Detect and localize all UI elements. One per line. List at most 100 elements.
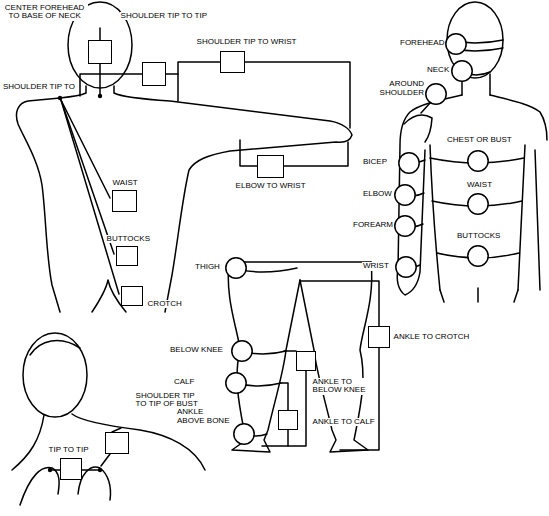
bracket xyxy=(281,383,288,410)
body-outline xyxy=(12,415,44,470)
measure-label: WRIST xyxy=(362,262,390,271)
circle-shape xyxy=(395,216,415,236)
neck-outline xyxy=(489,74,491,95)
hair-line xyxy=(30,341,80,355)
measure-label: ANKLE TO CALF xyxy=(312,418,376,427)
measure-label: BUTTOCKS xyxy=(456,232,501,241)
circle-outline xyxy=(467,245,489,267)
measure-label: THIGH xyxy=(194,263,221,272)
measure-circle: NECK xyxy=(451,60,473,82)
measure-label: NECK xyxy=(426,66,450,75)
hip-line xyxy=(229,261,371,263)
measure-label: WAIST xyxy=(112,179,139,188)
measure-box: CENTER FOREHEAD TO BASE OF NECK xyxy=(88,40,112,64)
neck-base-dot xyxy=(98,94,102,98)
measure-circle: WRIST xyxy=(395,256,417,278)
measure-label: CALF xyxy=(173,378,195,387)
measure-circle: BICEP xyxy=(398,152,420,174)
leader-line xyxy=(61,100,119,294)
circle-shape xyxy=(452,61,472,81)
leader-line xyxy=(101,454,110,466)
torso-outline xyxy=(518,145,525,290)
circle-shape xyxy=(468,246,488,266)
circle-outline xyxy=(467,193,489,215)
arm-outline xyxy=(535,150,540,290)
measure-box: ANKLE TO BELOW KNEE xyxy=(296,351,316,371)
bracket xyxy=(287,430,289,446)
measure-circle: AROUND SHOULDER xyxy=(425,83,447,105)
circle-outline xyxy=(225,257,247,279)
measure-label: BICEP xyxy=(362,158,388,167)
shoulder-outline xyxy=(490,95,547,140)
callout-label: SHOULDER TIP TO xyxy=(2,83,76,92)
measure-box: SHOULDER TIP TO TIP xyxy=(142,62,166,86)
circle-shape xyxy=(468,194,488,214)
measure-circle: FOREHEAD xyxy=(445,33,467,55)
measure-box: WAIST xyxy=(112,190,137,212)
bracket xyxy=(284,142,348,166)
measure-label: SHOULDER TIP TO WRIST xyxy=(196,38,298,47)
bracket xyxy=(340,348,379,450)
head-outline xyxy=(23,333,87,417)
leg-outline xyxy=(440,288,518,302)
torso-outline xyxy=(430,145,440,290)
measure-label: ELBOW TO WRIST xyxy=(235,182,307,191)
circle-outline xyxy=(425,83,447,105)
circle-shape xyxy=(426,84,446,104)
measure-circle: BELOW KNEE xyxy=(231,340,253,362)
measure-box: TIP TO TIP xyxy=(60,458,82,480)
bracket xyxy=(262,371,306,446)
leader-line xyxy=(61,100,114,254)
leader-line xyxy=(421,103,430,113)
circle-shape xyxy=(396,257,416,277)
measure-label: ANKLE TO BELOW KNEE xyxy=(312,378,370,396)
leg-outline xyxy=(228,262,300,452)
bracket xyxy=(240,140,257,166)
measure-box: ANKLE TO CALF xyxy=(278,410,298,430)
measure-circle: WAIST xyxy=(467,193,489,215)
circle-outline xyxy=(394,184,416,206)
measure-circle: CHEST OR BUST xyxy=(467,150,489,172)
circle-outline xyxy=(445,33,467,55)
measure-label: ELBOW xyxy=(362,190,393,199)
measure-circle: ELBOW xyxy=(394,184,416,206)
arm-outline xyxy=(114,86,352,312)
body-outline xyxy=(16,86,86,312)
measure-circle: ANKLE ABOVE BONE xyxy=(233,423,255,445)
measure-box: SHOULDER TIP TO WRIST xyxy=(220,51,245,73)
circle-shape xyxy=(399,153,419,173)
bracket xyxy=(166,74,178,101)
bracket xyxy=(245,62,350,128)
measure-label: SHOULDER TIP TO TIP xyxy=(120,12,208,21)
measure-label: TIP TO TIP xyxy=(48,446,90,455)
circle-shape xyxy=(226,258,246,278)
measure-band xyxy=(404,115,432,142)
measure-box: ELBOW TO WRIST xyxy=(257,155,284,178)
bracket xyxy=(284,350,296,352)
measure-label: CROTCH xyxy=(147,300,183,309)
measure-label: AROUND SHOULDER xyxy=(375,80,425,98)
measure-circle: THIGH xyxy=(225,257,247,279)
measure-label: CHEST OR BUST xyxy=(446,136,513,145)
circle-outline xyxy=(225,372,247,394)
measure-box: ANKLE TO CROTCH xyxy=(368,326,390,348)
measure-box: SHOULDER TIP TO TIP OF BUST xyxy=(105,432,129,454)
measure-label: BELOW KNEE xyxy=(169,346,224,355)
measure-label: WAIST xyxy=(466,181,493,190)
circle-shape xyxy=(234,424,254,444)
circle-shape xyxy=(446,34,466,54)
bracket xyxy=(80,74,142,96)
circle-outline xyxy=(467,150,489,172)
measure-circle: CALF xyxy=(225,372,247,394)
measure-label: FOREARM xyxy=(352,221,394,230)
bust-outline xyxy=(78,467,111,500)
measure-label: BUTTOCKS xyxy=(106,235,151,244)
circle-shape xyxy=(232,341,252,361)
bracket xyxy=(300,281,379,326)
measure-circle: BUTTOCKS xyxy=(467,245,489,267)
circle-shape xyxy=(468,151,488,171)
measure-box: CROTCH xyxy=(121,286,143,306)
circle-shape xyxy=(395,185,415,205)
circle-outline xyxy=(395,256,417,278)
circle-outline xyxy=(451,60,473,82)
